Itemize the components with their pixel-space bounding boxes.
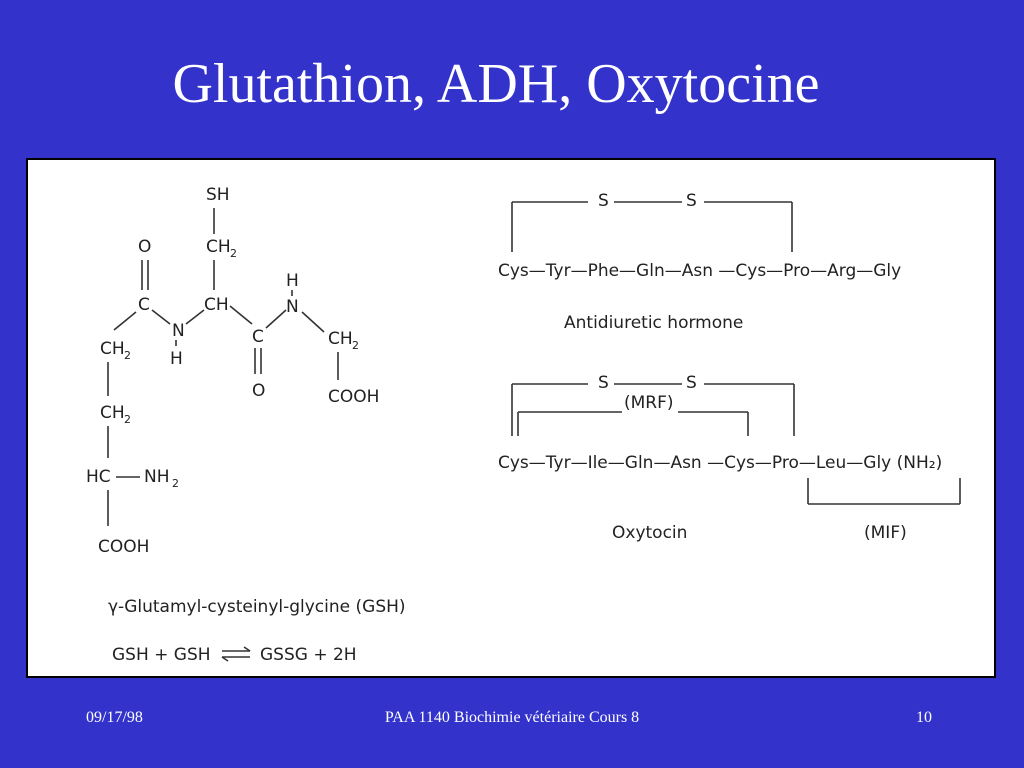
gsh-reaction-left: GSH + GSH <box>112 645 211 665</box>
adh-label: Antidiuretic hormone <box>564 313 743 333</box>
gsh-nh2-sub: 2 <box>172 477 179 490</box>
gsh-ch2-top-label: CH <box>206 237 231 257</box>
gsh-name-line: γ-Glutamyl-cysteinyl-glycine (GSH) <box>108 597 406 617</box>
oxy-label: Oxytocin <box>612 523 687 543</box>
structures-figure: SH CH 2 CH O C N H <box>86 185 961 665</box>
oxy-mrf-label: (MRF) <box>624 393 674 413</box>
figure-panel: SH CH 2 CH O C N H <box>26 158 996 678</box>
gsh-ch2-top-sub: 2 <box>230 247 237 260</box>
gsh-n-left-label: N <box>172 321 185 341</box>
slide-title: Glutathion, ADH, Oxytocine <box>172 53 820 115</box>
oxy-mif-label: (MIF) <box>864 523 907 543</box>
gsh-ch-center-label: CH <box>204 295 229 315</box>
adh-sequence: Cys—Tyr—Phe—Gln—Asn —Cys—Pro—Arg—Gly <box>498 261 901 281</box>
glutathione-structure: SH CH 2 CH O C N H <box>86 185 406 665</box>
oxy-s1-label: S <box>598 373 609 393</box>
gsh-reaction-right: GSSG + 2H <box>260 645 357 665</box>
gsh-o-right-label: O <box>252 381 265 401</box>
gsh-ch2-chain1-sub: 2 <box>124 349 131 362</box>
gsh-ch2-right-label: CH <box>328 329 353 349</box>
gsh-c-right-label: C <box>252 327 264 347</box>
gsh-hc-label: HC <box>86 467 111 487</box>
gsh-ch2-chain2-sub: 2 <box>124 413 131 426</box>
gsh-o-left-label: O <box>138 237 151 257</box>
gsh-c-left-label: C <box>138 295 150 315</box>
adh-structure: S S Cys—Tyr—Phe—Gln—Asn —Cys—Pro—Arg—Gly… <box>498 191 901 333</box>
oxytocin-structure: S S (MRF) Cys—Tyr—Ile—Gln—Asn —Cys—Pro—L… <box>498 373 961 543</box>
adh-s2-label: S <box>686 191 697 211</box>
gsh-cooh-bottom-label: COOH <box>98 537 149 557</box>
gsh-sh-label: SH <box>206 185 230 205</box>
gsh-nh2-label: NH <box>144 467 170 487</box>
adh-s1-label: S <box>598 191 609 211</box>
gsh-h-right-label: H <box>286 271 299 291</box>
footer-page-number: 10 <box>916 709 932 726</box>
gsh-ch2-right-sub: 2 <box>352 339 359 352</box>
gsh-ch2-chain1-label: CH <box>100 339 125 359</box>
gsh-ch2-chain2-label: CH <box>100 403 125 423</box>
footer-course: PAA 1140 Biochimie vétériaire Cours 8 <box>384 709 640 726</box>
gsh-cooh-right-label: COOH <box>328 387 379 407</box>
gsh-n-right-label: N <box>286 297 299 317</box>
footer-date: 09/17/98 <box>86 709 143 726</box>
oxy-sequence: Cys—Tyr—Ile—Gln—Asn —Cys—Pro—Leu—Gly (NH… <box>498 453 942 473</box>
oxy-s2-label: S <box>686 373 697 393</box>
gsh-h-left-label: H <box>170 349 183 369</box>
